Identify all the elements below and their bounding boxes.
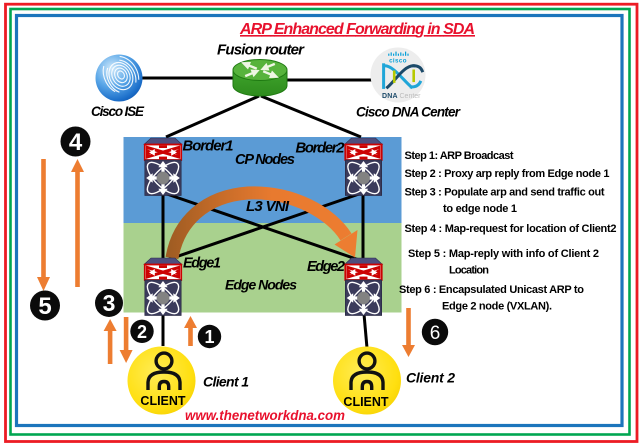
- svg-text:Client 2: Client 2: [406, 370, 455, 386]
- svg-text:Cisco ISE: Cisco ISE: [91, 104, 145, 119]
- svg-text:Step 4 : Map-request for locat: Step 4 : Map-request for location of Cli…: [405, 223, 617, 235]
- svg-text:6: 6: [430, 323, 441, 344]
- svg-text:Step 5 : Map-reply with info o: Step 5 : Map-reply with info of Client 2: [408, 248, 599, 260]
- svg-text:Edge 2 node (VXLAN).: Edge 2 node (VXLAN).: [442, 301, 552, 313]
- svg-text:1: 1: [204, 327, 214, 347]
- svg-text:Edge1: Edge1: [183, 256, 221, 272]
- svg-text:DNA: DNA: [382, 93, 398, 100]
- svg-text:Step 6 : Encapsulated Unicast: Step 6 : Encapsulated Unicast ARP to: [399, 284, 584, 296]
- svg-text:3: 3: [103, 290, 116, 316]
- svg-text:5: 5: [38, 293, 51, 320]
- svg-text:Step 3 : Populate arp and send: Step 3 : Populate arp and send traffic o…: [405, 187, 605, 199]
- svg-text:CLIENT: CLIENT: [343, 395, 389, 409]
- svg-text:Step 1: ARP Broadcast: Step 1: ARP Broadcast: [405, 150, 514, 162]
- svg-text:Location: Location: [449, 265, 489, 277]
- svg-text:Step 2 : Proxy arp reply from: Step 2 : Proxy arp reply from Edge node …: [405, 168, 610, 180]
- svg-text:CP Nodes: CP Nodes: [235, 152, 295, 168]
- svg-text:Cisco DNA Center: Cisco DNA Center: [356, 105, 461, 120]
- svg-text:2: 2: [137, 322, 147, 342]
- svg-text:Fusion router: Fusion router: [217, 42, 305, 59]
- svg-text:cisco: cisco: [389, 58, 407, 65]
- svg-text:Center: Center: [400, 93, 422, 100]
- svg-text:to edge node 1: to edge node 1: [443, 203, 517, 215]
- svg-text:Edge2: Edge2: [307, 259, 345, 275]
- svg-text:4: 4: [69, 129, 83, 156]
- svg-text:Border2: Border2: [296, 140, 346, 156]
- svg-text:ARP Enhanced Forwarding in SDA: ARP Enhanced Forwarding in SDA: [239, 21, 475, 38]
- svg-text:Edge Nodes: Edge Nodes: [225, 277, 297, 293]
- svg-text:Border1: Border1: [183, 138, 234, 154]
- svg-text:CLIENT: CLIENT: [140, 394, 186, 408]
- svg-text:L3 VNI: L3 VNI: [246, 198, 290, 215]
- svg-text:www.thenetworkdna.com: www.thenetworkdna.com: [185, 408, 345, 423]
- svg-text:Client 1: Client 1: [203, 374, 249, 390]
